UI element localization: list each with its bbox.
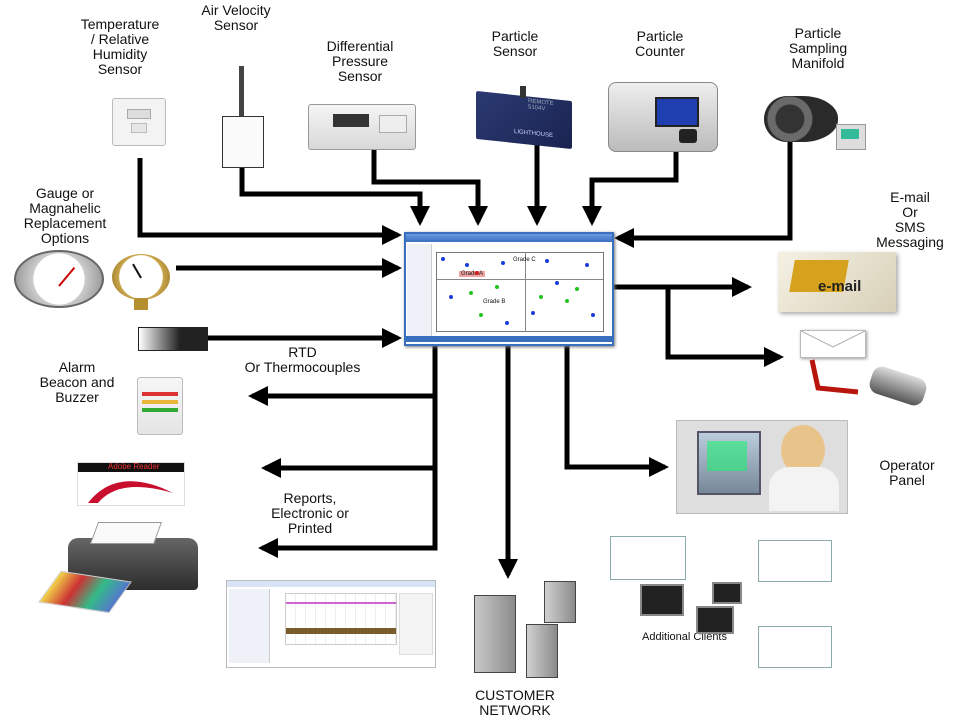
dial-gauge-stem	[134, 298, 148, 310]
client-pc-3	[696, 606, 734, 634]
arrow-diffp	[371, 150, 488, 226]
client-pc-1	[640, 584, 684, 616]
particle-sensor-image: REMOTE 5104V LIGHTHOUSE	[476, 90, 572, 150]
grade-a-label: Grade A	[459, 271, 486, 277]
client-screen-1	[610, 536, 686, 580]
adobe-reader-text: Adobe Reader	[108, 462, 160, 471]
manifold-controller-image	[836, 124, 866, 150]
envelope-icon	[800, 330, 866, 358]
arrow-sms	[665, 287, 784, 367]
particle-counter-image	[608, 82, 718, 152]
air-velocity-sensor-box	[222, 116, 264, 168]
report-screenshot-image	[226, 580, 436, 668]
dial-gauge-image	[112, 254, 170, 300]
label-sampling-manifold: Particle Sampling Manifold	[788, 25, 848, 71]
sampling-manifold-image	[764, 96, 838, 142]
label-diff-pressure: Differential Pressure Sensor	[326, 38, 394, 84]
label-customer-network: CUSTOMER NETWORK	[475, 687, 555, 718]
printer-paper-tray	[89, 522, 163, 544]
grade-c-label: Grade C	[513, 257, 536, 263]
arrow-temp	[137, 158, 402, 245]
label-temp-humidity: Temperature / Relative Humidity Sensor	[80, 16, 160, 77]
adobe-reader-logo: Adobe Reader	[77, 462, 185, 506]
server-tower-1	[474, 595, 516, 673]
operator-panel-image	[676, 420, 848, 514]
particle-sensor-nozzle	[520, 86, 526, 98]
monitoring-software-screen: Grade C Grade A Grade B	[404, 232, 614, 346]
grade-b-label: Grade B	[483, 299, 506, 305]
server-tower-2	[544, 581, 576, 623]
label-email: E-mail Or SMS Messaging	[876, 189, 944, 250]
label-reports: Reports, Electronic or Printed	[271, 490, 349, 536]
label-operator-panel: Operator Panel	[879, 457, 935, 488]
client-pc-2	[712, 582, 742, 604]
email-card-image: e-mail	[778, 252, 896, 312]
label-particle-counter: Particle Counter	[635, 28, 685, 59]
label-additional-clients: Additional Clients	[642, 631, 727, 643]
particle-sensor-model-text: REMOTE 5104V	[528, 98, 554, 113]
rtd-probe-image	[138, 327, 208, 351]
label-particle-sensor: Particle Sensor	[491, 28, 539, 59]
label-air-velocity: Air Velocity Sensor	[201, 2, 271, 33]
arrow-pcounter	[582, 150, 679, 226]
temp-sensor-image	[112, 98, 166, 146]
floor-plan: Grade C Grade A Grade B	[436, 252, 604, 332]
air-velocity-sensor-image	[239, 66, 244, 122]
label-gauge: Gauge or Magnahelic Replacement Options	[23, 185, 107, 246]
arrow-air	[239, 165, 430, 226]
screen-sidebar	[407, 244, 432, 336]
arrow-operator	[564, 342, 669, 477]
client-screen-2	[758, 540, 832, 582]
arrow-adobe	[261, 396, 438, 478]
label-rtd: RTD Or Thermocouples	[244, 344, 361, 375]
sensor-dots	[441, 257, 595, 325]
alarm-beacon-image	[137, 377, 183, 435]
client-screen-3	[758, 626, 832, 668]
screen-titlebar	[406, 234, 612, 242]
server-tower-3	[526, 624, 558, 678]
arrow-printer	[258, 468, 438, 558]
magnehelic-gauge-image	[14, 250, 104, 308]
arrow-manifold	[614, 140, 793, 248]
diff-pressure-sensor-image	[308, 104, 416, 150]
particle-sensor-brand-text: LIGHTHOUSE	[514, 128, 554, 140]
label-alarm: Alarm Beacon and Buzzer	[39, 359, 115, 405]
email-card-text: e-mail	[818, 278, 862, 295]
screen-taskbar	[406, 336, 612, 342]
